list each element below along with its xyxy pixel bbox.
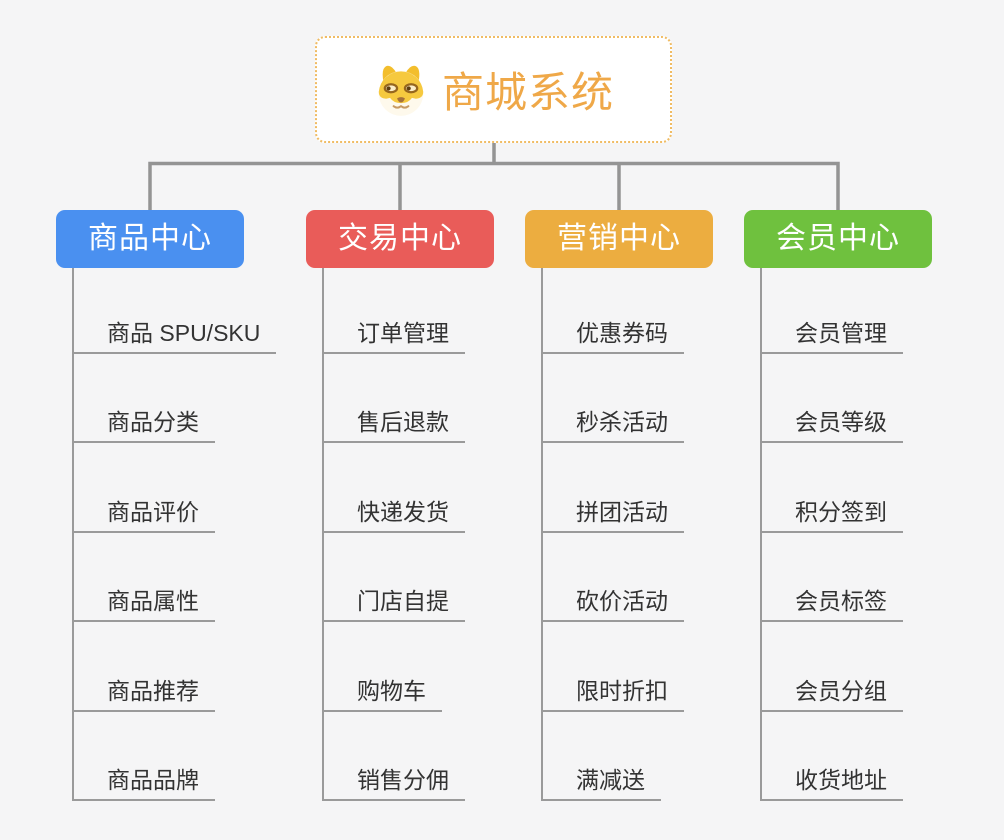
leaf-item[interactable]: 优惠券码 — [542, 316, 684, 354]
leaf-item[interactable]: 商品评价 — [73, 495, 215, 533]
branch-frame-line — [148, 161, 840, 210]
branch-node-product-center[interactable]: 商品中心 — [56, 210, 244, 268]
branch-node-trade-center[interactable]: 交易中心 — [306, 210, 494, 268]
leaf-item[interactable]: 积分签到 — [761, 495, 903, 533]
leaf-item[interactable]: 快递发货 — [323, 495, 465, 533]
leaf-item[interactable]: 会员标签 — [761, 584, 903, 622]
leaf-item[interactable]: 收货地址 — [761, 763, 903, 801]
leaf-item[interactable]: 订单管理 — [323, 316, 465, 354]
leaf-item[interactable]: 拼团活动 — [542, 495, 684, 533]
branch-node-member-center[interactable]: 会员中心 — [744, 210, 932, 268]
leaf-item[interactable]: 满减送 — [542, 763, 661, 801]
leaf-item[interactable]: 门店自提 — [323, 584, 465, 622]
leaf-item[interactable]: 会员等级 — [761, 405, 903, 443]
leaf-item[interactable]: 会员管理 — [761, 316, 903, 354]
leaf-item[interactable]: 会员分组 — [761, 674, 903, 712]
leaf-item[interactable]: 商品品牌 — [73, 763, 215, 801]
leaf-item[interactable]: 秒杀活动 — [542, 405, 684, 443]
leaf-item[interactable]: 限时折扣 — [542, 674, 684, 712]
leaf-item[interactable]: 商品属性 — [73, 584, 215, 622]
doge-icon — [378, 65, 424, 116]
leaf-item[interactable]: 砍价活动 — [542, 584, 684, 622]
leaf-item[interactable]: 商品推荐 — [73, 674, 215, 712]
root-title: 商城系统 — [441, 69, 614, 116]
leaf-item[interactable]: 购物车 — [323, 674, 442, 712]
leaf-item[interactable]: 商品分类 — [73, 405, 215, 443]
leaf-item[interactable]: 商品 SPU/SKU — [73, 316, 277, 354]
root-node[interactable]: 商城系统 — [315, 36, 672, 143]
leaf-item[interactable]: 售后退款 — [323, 405, 465, 443]
leaf-item[interactable]: 销售分佣 — [323, 763, 465, 801]
branch-node-marketing-center[interactable]: 营销中心 — [525, 210, 713, 268]
